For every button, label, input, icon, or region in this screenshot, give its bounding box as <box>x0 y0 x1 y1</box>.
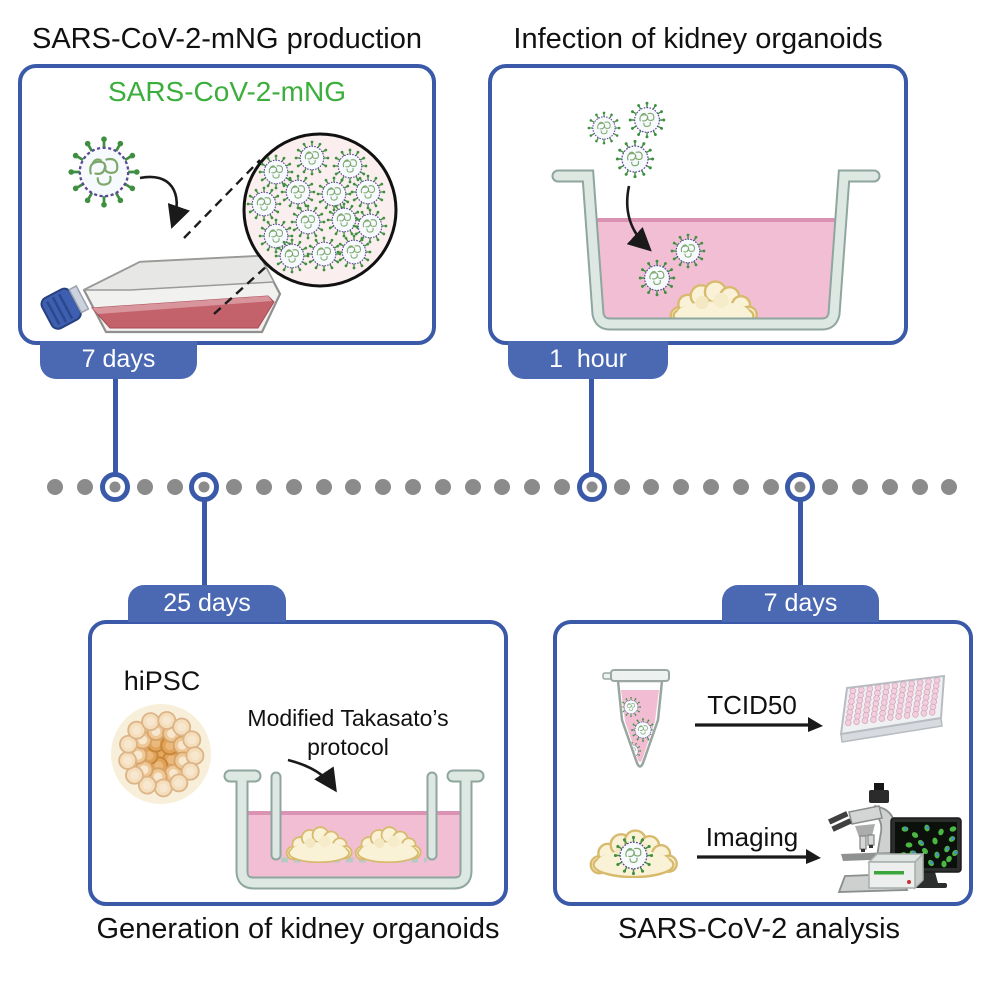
timeline-dot <box>226 479 243 495</box>
timeline-dot <box>166 479 183 495</box>
timeline-dot <box>285 479 302 495</box>
virus-magnified-view <box>242 132 398 288</box>
infection-panel <box>488 64 908 345</box>
infection-title: Infection of kidney organoids <box>513 23 883 55</box>
arrow-into-flask-icon <box>139 175 190 229</box>
virus-icon <box>586 110 622 146</box>
timeline-dot <box>762 479 779 495</box>
protocol-label: Modified Takasato’s protocol <box>247 705 449 760</box>
analysis-title: SARS-CoV-2 analysis <box>617 913 901 945</box>
transwell-dish-icon <box>223 769 485 890</box>
infected-organoid-icon <box>589 829 678 878</box>
timeline-dot <box>613 479 630 495</box>
production-duration-tab: 7 days <box>40 341 197 379</box>
virus-icon <box>628 101 666 139</box>
timeline-dot <box>434 479 451 495</box>
timeline-dot <box>673 479 690 495</box>
timeline-dot <box>405 479 421 495</box>
timeline-marker-ring <box>100 472 130 502</box>
hipsc-label: hiPSC <box>123 666 201 696</box>
controller-box-icon <box>867 852 925 890</box>
timeline-dot <box>494 479 511 495</box>
timeline-dot <box>77 479 94 495</box>
culture-flask-icon <box>40 254 282 334</box>
production-panel: SARS-CoV-2-mNG <box>18 64 436 345</box>
generation-panel: hiPSC Modified Takasato’s protocol <box>88 620 508 906</box>
timeline-connector <box>112 379 118 473</box>
analysis-duration-tab: 7 days <box>722 585 879 622</box>
infection-illustration <box>551 101 881 331</box>
virus-icon <box>615 139 655 179</box>
magnifier-lines-icon <box>183 159 270 315</box>
timeline-dot <box>345 479 362 495</box>
timeline-marker-ring <box>189 472 220 502</box>
timeline-marker-ring <box>576 472 607 502</box>
infection-duration-tab: 1 hour <box>508 341 668 379</box>
monitor-icon <box>890 817 962 888</box>
virus-tube-icon <box>602 669 670 768</box>
timeline-dot <box>524 479 541 495</box>
tcid50-arrow-icon <box>695 717 823 732</box>
timeline-connector <box>797 501 803 585</box>
timeline-dot <box>732 479 749 495</box>
timeline-dot <box>256 479 272 495</box>
analysis-panel: TCID50 Imaging <box>553 620 973 906</box>
virus-icon <box>67 135 141 209</box>
production-illustration <box>40 132 398 334</box>
timeline-dot <box>881 479 898 495</box>
timeline-dot <box>852 479 868 495</box>
timeline-dot <box>643 479 660 495</box>
timeline-dot <box>315 479 332 495</box>
analysis-illustration <box>589 669 962 893</box>
timeline-dot <box>554 479 570 495</box>
imaging-label: Imaging <box>705 822 799 852</box>
hipsc-colony-icon <box>111 704 211 804</box>
generation-illustration <box>111 704 485 890</box>
timeline-marker-ring <box>785 472 816 502</box>
generation-title: Generation of kidney organoids <box>96 913 500 945</box>
timeline-dot <box>464 479 481 495</box>
production-title: SARS-CoV-2-mNG production <box>31 23 423 55</box>
timeline-dot <box>822 479 839 495</box>
arrow-to-dish-icon <box>287 758 337 793</box>
timeline-dot <box>375 479 392 495</box>
timeline-connector <box>589 379 595 473</box>
well-plate-icon <box>839 674 946 743</box>
tcid50-label: TCID50 <box>707 690 797 720</box>
imaging-arrow-icon <box>697 849 821 864</box>
timeline-connector <box>201 501 207 585</box>
generation-duration-tab: 25 days <box>128 585 286 622</box>
virus-name-label: SARS-CoV-2-mNG <box>107 76 347 107</box>
arrow-into-media-icon <box>625 185 652 252</box>
timeline-dot <box>911 479 928 495</box>
timeline-dot <box>136 479 153 495</box>
timeline-dot <box>47 479 64 495</box>
timeline-dot <box>703 479 719 495</box>
timeline-dot <box>941 479 958 495</box>
